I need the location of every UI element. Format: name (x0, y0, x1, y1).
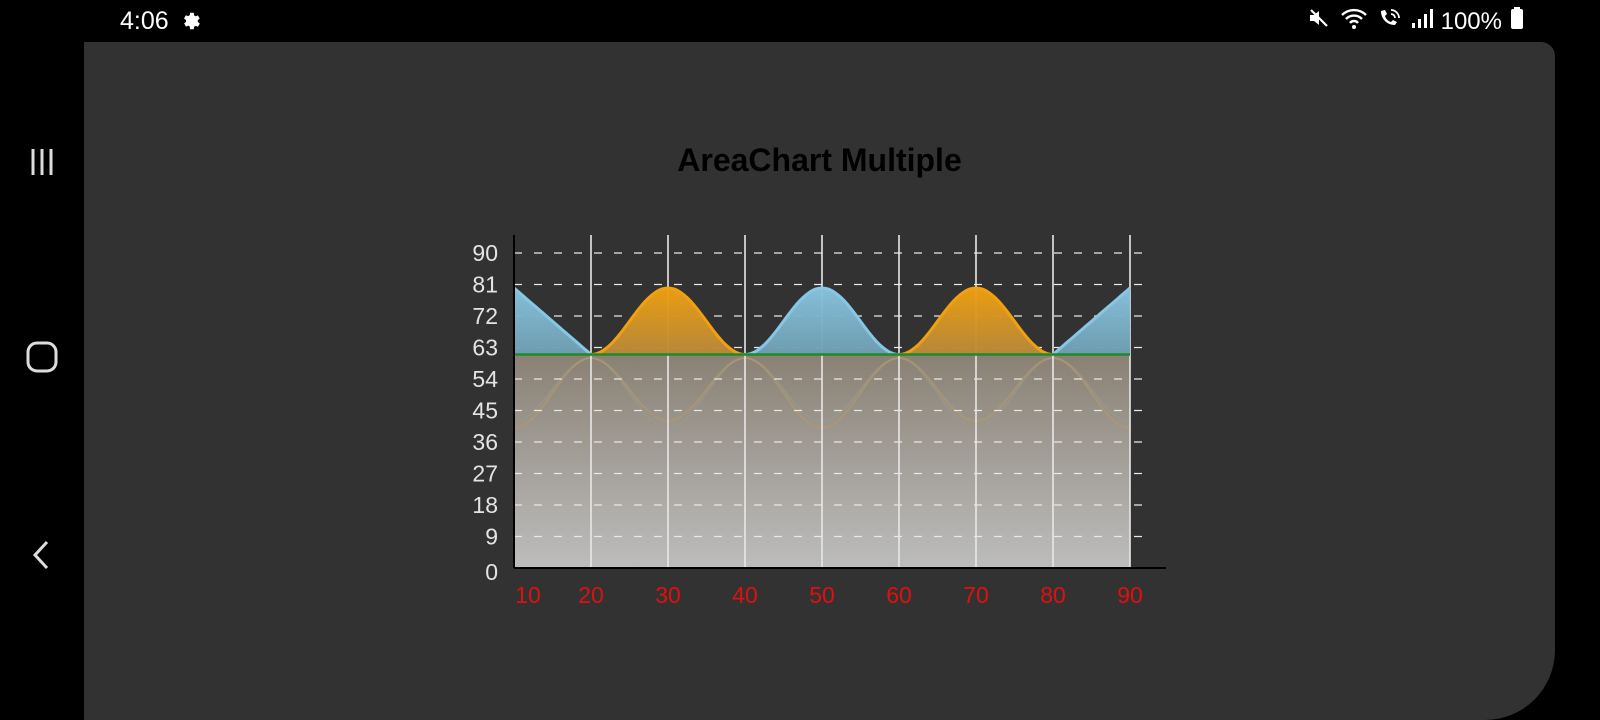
x-tick-label: 40 (732, 582, 758, 608)
navigation-bar (0, 42, 84, 720)
y-tick-label: 45 (472, 398, 498, 424)
series-1-line (1052, 286, 1131, 356)
x-tick-label: 70 (963, 582, 989, 608)
y-tick-label: 90 (472, 240, 498, 266)
battery-icon (1510, 6, 1524, 37)
status-icons: 100% (1307, 6, 1524, 37)
x-tick-label: 50 (809, 582, 835, 608)
series-1-area (745, 288, 822, 355)
tick-labels-layer: 0 9 18 27 36 45 54 63 72 81 90 10 20 30 40 50 60 70 80 90 (472, 240, 1142, 608)
series-2-area (591, 288, 668, 355)
x-tick-label: 60 (886, 582, 912, 608)
y-tick-label: 27 (472, 461, 498, 487)
x-tick-label: 30 (655, 582, 681, 608)
series-2-line (898, 286, 977, 356)
home-icon[interactable] (22, 337, 62, 377)
series-1-line (513, 286, 592, 356)
series-2-line (590, 286, 669, 356)
battery-percent: 100% (1440, 7, 1502, 35)
back-icon[interactable] (22, 535, 62, 575)
series-2-area (976, 288, 1053, 355)
series-2-area (668, 288, 745, 355)
y-tick-label: 63 (472, 335, 498, 361)
mute-icon (1307, 6, 1331, 37)
series-2-line (667, 286, 746, 356)
y-tick-label: 18 (472, 492, 498, 518)
x-tick-label: 80 (1040, 582, 1066, 608)
status-bar: 4:06 (0, 0, 1600, 42)
series-2-area (899, 288, 976, 355)
y-tick-label: 9 (485, 524, 498, 550)
series-1-line (744, 286, 823, 356)
signal-icon (1411, 6, 1433, 37)
y-tick-label: 54 (472, 366, 498, 392)
recents-icon[interactable] (22, 142, 62, 182)
series-2-line (975, 286, 1054, 356)
upper-area-layer (513, 286, 1131, 356)
wifi-icon (1339, 6, 1369, 37)
y-tick-label: 36 (472, 429, 498, 455)
series-1-area (822, 288, 899, 355)
series-1-line (821, 286, 900, 356)
status-time: 4:06 (120, 7, 169, 35)
series-1-area (1053, 288, 1130, 355)
chart-title: AreaChart Multiple (677, 142, 962, 178)
x-tick-label: 20 (578, 582, 604, 608)
settings-gear-icon (180, 10, 202, 37)
x-tick-label: 10 (515, 582, 541, 608)
y-tick-label: 0 (485, 559, 498, 585)
x-tick-label: 90 (1117, 582, 1143, 608)
axes-layer (513, 235, 1166, 569)
y-tick-label: 81 (472, 272, 498, 298)
wifi-call-icon (1377, 6, 1403, 37)
y-tick-label: 72 (472, 303, 498, 329)
